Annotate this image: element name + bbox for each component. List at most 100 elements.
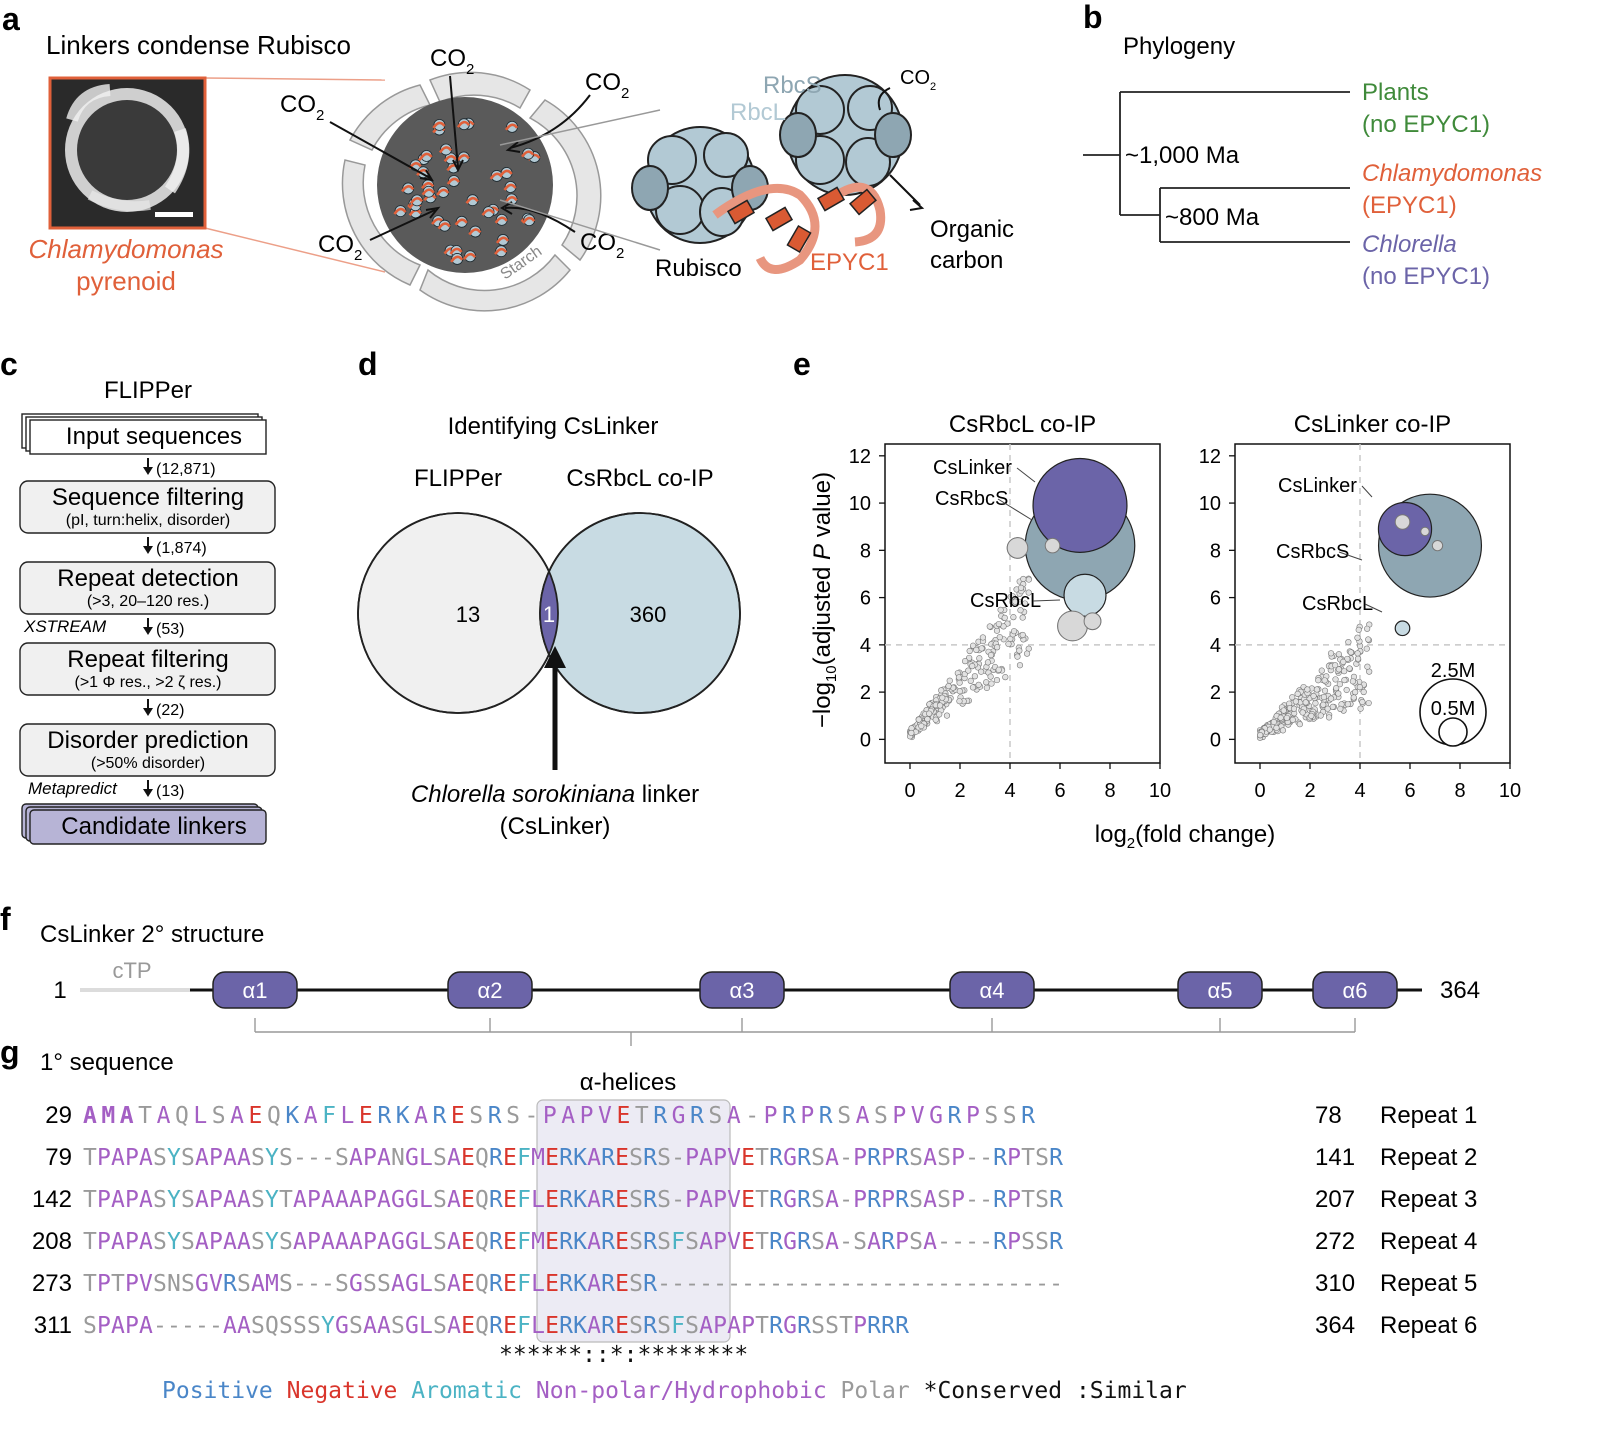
protein-point [995,666,1002,673]
co2-label: CO2 [900,67,936,93]
node-1000ma: ~1,000 Ma [1125,142,1240,169]
x-tick-label: 0 [904,780,915,802]
panel-a-letter: a [2,1,20,37]
protein-point [1335,690,1342,697]
sequence-row: TPAPASYSAPAASYS---SAPANGLSAEQREFMERKARES… [83,1145,1063,1171]
protein-point [1327,695,1335,702]
x-axis-label: log2(fold change) [1095,821,1275,852]
protein-point [1317,712,1324,719]
sequence-row: SPAPA-----AASQSSSYGSAASGLSAEQREFLERKARES… [83,1313,909,1339]
x-tick-label: 2 [1304,780,1315,802]
helix-label: α4 [980,978,1005,1003]
protein-point [1364,663,1371,670]
species-label: Chlamydomonas [28,234,223,264]
helix-highlight [536,1099,731,1343]
protein-point [1360,688,1367,696]
legend-aromatic: Aromatic [397,1378,522,1404]
protein-point [1002,674,1009,681]
y-axis-label: −log10(adjusted P value) [809,472,840,728]
venn-left-count: 13 [456,602,480,627]
protein-point [915,716,922,723]
protein-point [1365,699,1372,707]
panel-f-title: CsLinker 2° structure [40,921,264,948]
protein-point [966,647,973,655]
protein-point [1329,703,1336,710]
protein-point [1025,589,1032,596]
protein-point [1020,575,1027,583]
protein-point [1354,634,1361,641]
protein-point [1318,667,1325,674]
protein-point [1304,686,1311,693]
protein-point [1333,685,1340,692]
flow-box-label: Repeat filtering [67,646,228,673]
protein-point [1310,692,1317,700]
row-end: 78 [1315,1102,1342,1129]
struct-start: 1 [53,977,66,1004]
protein-point [961,658,969,665]
co2-label: CO2 [585,69,629,102]
panel-d-letter: d [358,346,378,382]
protein-point [971,673,978,680]
protein-point [979,634,987,641]
protein-point [1321,687,1329,694]
protein-point [1354,650,1361,657]
protein-point [1294,690,1301,697]
helix-6 [1312,971,1398,1009]
y-tick-label: 4 [860,635,871,657]
co2-label: CO2 [580,229,624,262]
highlight-point-csrbcl [1394,620,1411,637]
protein-point [1332,662,1339,669]
helix-3 [699,971,785,1009]
legend-polar: Polar [827,1378,910,1404]
protein-point [969,663,976,670]
flow-count: (1,874) [156,540,207,557]
flow-box-label: Candidate linkers [61,813,246,840]
protein-point [918,722,925,730]
point-label: CsLinker [933,457,1012,479]
row-end: 310 [1315,1270,1355,1297]
protein-point [1352,689,1359,696]
flow-count: (13) [156,783,184,800]
protein-point [1325,714,1333,721]
linker-name: Chlorella sorokiniana linker [411,781,699,808]
organic-label-2: carbon [930,247,1003,274]
rbcs-label: RbcS [763,72,822,99]
protein-point [1277,714,1284,721]
plot-frame [1234,443,1511,764]
plot-frame [884,443,1161,764]
protein-point [1355,626,1362,633]
protein-point [926,710,933,717]
chlorella-note: (no EPYC1) [1362,263,1490,290]
co2-label: CO2 [280,91,324,124]
protein-point [978,645,985,652]
protein-point [1019,614,1026,621]
protein-point [983,679,990,686]
protein-point [965,667,972,674]
highlight-point-cslinker [1032,457,1128,553]
protein-point [1347,649,1354,656]
helix-4 [949,971,1035,1009]
pyrenoid-micrograph [48,76,207,230]
protein-point [978,668,985,675]
co2-arrows [329,75,591,241]
protein-point [966,654,973,662]
panel-a-title: Linkers condense Rubisco [46,30,351,60]
rbcl-label: RbcL [730,99,786,126]
helix-5 [1177,971,1263,1009]
protein-point [993,644,1001,651]
flow-box-sublabel: (>50% disorder) [91,755,205,772]
protein-point [1343,686,1350,694]
struct-end: 364 [1440,977,1480,1004]
protein-point [987,652,995,659]
panel-b: b Phylogeny ~1,000 Ma ~800 Ma Plants (no… [1083,0,1542,290]
helix-label: α5 [1208,978,1233,1003]
flow-box-label: Sequence filtering [52,484,244,511]
size-legend-large: 2.5M [1431,660,1475,682]
protein-point [1364,625,1371,632]
protein-point [967,677,974,685]
panel-g-letter: g [0,1034,20,1070]
flow-count: (53) [156,621,184,638]
